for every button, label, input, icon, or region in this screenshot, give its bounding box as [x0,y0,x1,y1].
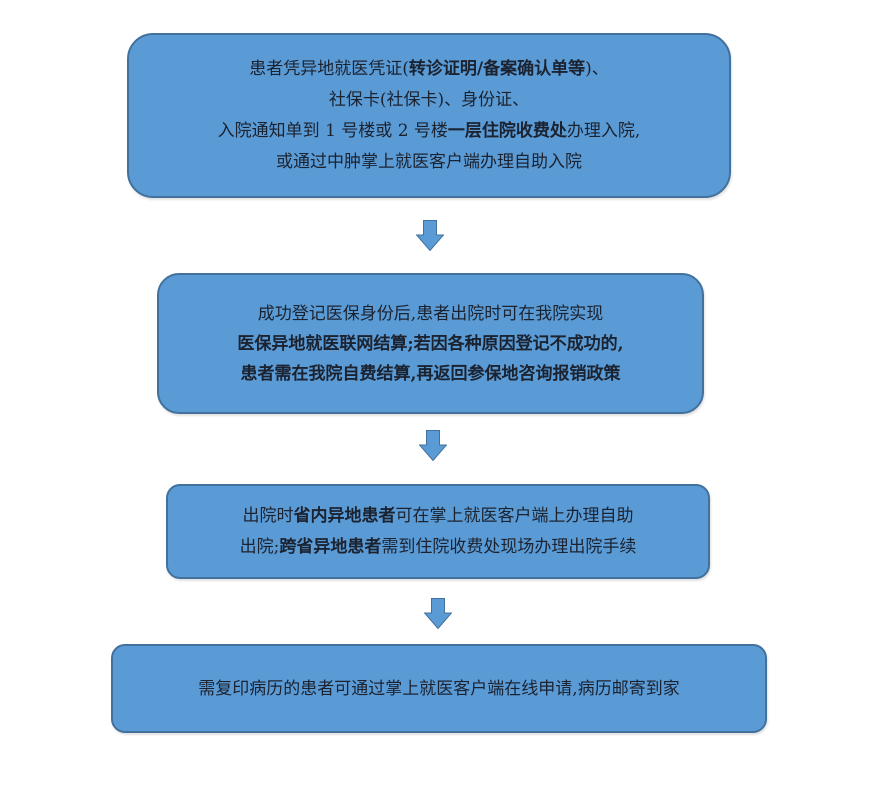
text-segment: 出院; [239,536,280,557]
step-3-line-2: 出院;跨省异地患者需到住院收费处现场办理出院手续 [240,532,637,563]
text-segment-bold: 一层住院收费处 [447,120,567,141]
step-4-line-1: 需复印病历的患者可通过掌上就医客户端在线申请,病历邮寄到家 [198,674,679,704]
step-2-line-3: 患者需在我院自费结算,再返回参保地咨询报销政策 [241,359,621,389]
text-segment: 需到住院收费处现场办理出院手续 [381,536,637,557]
text-segment: 患者凭异地就医凭证( [249,58,409,79]
text-segment: 社保卡(社保卡)、身份证、 [328,89,530,110]
text-segment-bold: 医保异地就医联网结算;若因各种原因登记不成功的, [237,333,624,354]
step-1-line-1: 患者凭异地就医凭证(转诊证明/备案确认单等)、 [249,54,609,85]
step-2-line-2: 医保异地就医联网结算;若因各种原因登记不成功的, [237,329,623,359]
step-2-line-1: 成功登记医保身份后,患者出院时可在我院实现 [258,299,603,329]
text-segment: )、 [585,58,609,79]
step-1-admission-box: 患者凭异地就医凭证(转诊证明/备案确认单等)、 社保卡(社保卡)、身份证、 入院… [127,33,731,198]
text-segment-bold: 跨省异地患者 [279,536,382,557]
step-3-line-1: 出院时省内异地患者可在掌上就医客户端上办理自助 [243,501,634,532]
step-4-medical-record-box: 需复印病历的患者可通过掌上就医客户端在线申请,病历邮寄到家 [111,644,767,733]
down-arrow-icon [424,598,452,629]
text-segment-bold: 患者需在我院自费结算,再返回参保地咨询报销政策 [240,363,621,384]
text-segment: 可在掌上就医客户端上办理自助 [395,505,634,526]
text-segment-bold: 转诊证明/备案确认单等 [408,58,586,79]
step-1-line-4: 或通过中肿掌上就医客户端办理自助入院 [276,147,582,178]
text-segment: 入院通知单到 1 号楼或 2 号楼 [217,120,448,141]
step-1-line-3: 入院通知单到 1 号楼或 2 号楼一层住院收费处办理入院, [218,116,641,147]
text-segment: 成功登记医保身份后,患者出院时可在我院实现 [257,303,604,324]
step-2-settlement-box: 成功登记医保身份后,患者出院时可在我院实现 医保异地就医联网结算;若因各种原因登… [157,273,704,414]
text-segment: 办理入院, [566,120,641,141]
text-segment: 或通过中肿掌上就医客户端办理自助入院 [276,151,582,172]
text-segment: 需复印病历的患者可通过掌上就医客户端在线申请,病历邮寄到家 [198,678,680,699]
step-3-discharge-box: 出院时省内异地患者可在掌上就医客户端上办理自助 出院;跨省异地患者需到住院收费处… [166,484,710,579]
down-arrow-icon [419,430,447,461]
down-arrow-icon [416,220,444,251]
step-1-line-2: 社保卡(社保卡)、身份证、 [329,85,529,116]
text-segment-bold: 省内异地患者 [293,505,396,526]
text-segment: 出院时 [242,505,294,526]
